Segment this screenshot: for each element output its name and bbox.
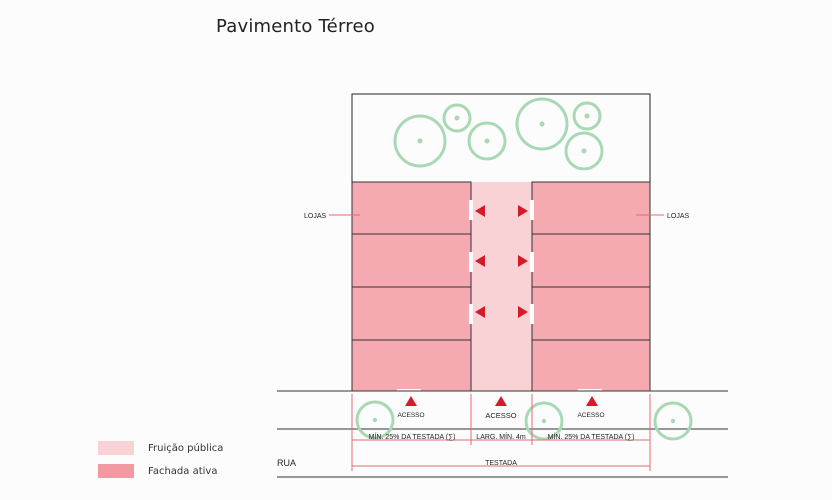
store-access-arrows [475, 205, 528, 318]
label-dim-center: LARG. MÍN. 4m [476, 432, 526, 441]
arrow-up-icon [586, 396, 598, 406]
store-unit [351, 233, 472, 288]
backyard-trees [393, 97, 604, 171]
tree-icon [572, 101, 602, 131]
label-acesso-right: ACESSO [577, 412, 604, 419]
store-unit [531, 339, 651, 392]
legend-swatch [98, 464, 134, 478]
legend-item-fruicao: Fruição pública [98, 441, 223, 455]
arrow-right-icon [518, 255, 528, 267]
tree-icon [393, 114, 447, 168]
arrow-up-icon [495, 396, 507, 406]
dimension-lines [351, 394, 651, 471]
arrow-left-icon [475, 205, 485, 217]
store-unit [531, 286, 651, 341]
label-acesso-center: ACESSO [485, 411, 516, 420]
store-unit [351, 286, 472, 341]
label-testada: TESTADA [485, 460, 517, 467]
label-dim-right: MÍN. 25% DA TESTADA (∑) [548, 432, 635, 441]
stores-right [531, 181, 651, 392]
tree-icon [442, 103, 472, 133]
label-dim-left: MÍN. 25% DA TESTADA (∑) [369, 432, 456, 441]
store-unit [531, 181, 651, 235]
page-title: Pavimento Térreo [216, 16, 375, 37]
label-lojas-right: LOJAS [667, 213, 690, 220]
legend-label: Fruição pública [148, 442, 224, 454]
label-rua: RUA [277, 458, 296, 468]
stores-left [351, 181, 472, 392]
arrow-right-icon [518, 205, 528, 217]
legend-label: Fachada ativa [148, 465, 218, 477]
public-passage [471, 182, 532, 391]
arrow-left-icon [475, 306, 485, 318]
store-unit [351, 339, 472, 392]
legend-swatch [98, 441, 134, 455]
arrow-left-icon [475, 255, 485, 267]
store-unit [531, 233, 651, 288]
tree-icon [467, 121, 507, 161]
arrow-up-icon [405, 396, 417, 406]
arrow-right-icon [518, 306, 528, 318]
tree-icon [564, 131, 604, 171]
legend-item-fachada: Fachada ativa [98, 464, 217, 478]
tree-icon [515, 97, 569, 151]
store-unit [351, 181, 472, 235]
tree-icon [653, 401, 693, 441]
tree-icon [355, 400, 395, 440]
tree-icon [524, 401, 564, 441]
entrance-arrows [405, 396, 598, 406]
label-lojas-left: LOJAS [304, 213, 327, 220]
street-trees [355, 400, 693, 441]
label-acesso-left: ACESSO [397, 412, 424, 419]
